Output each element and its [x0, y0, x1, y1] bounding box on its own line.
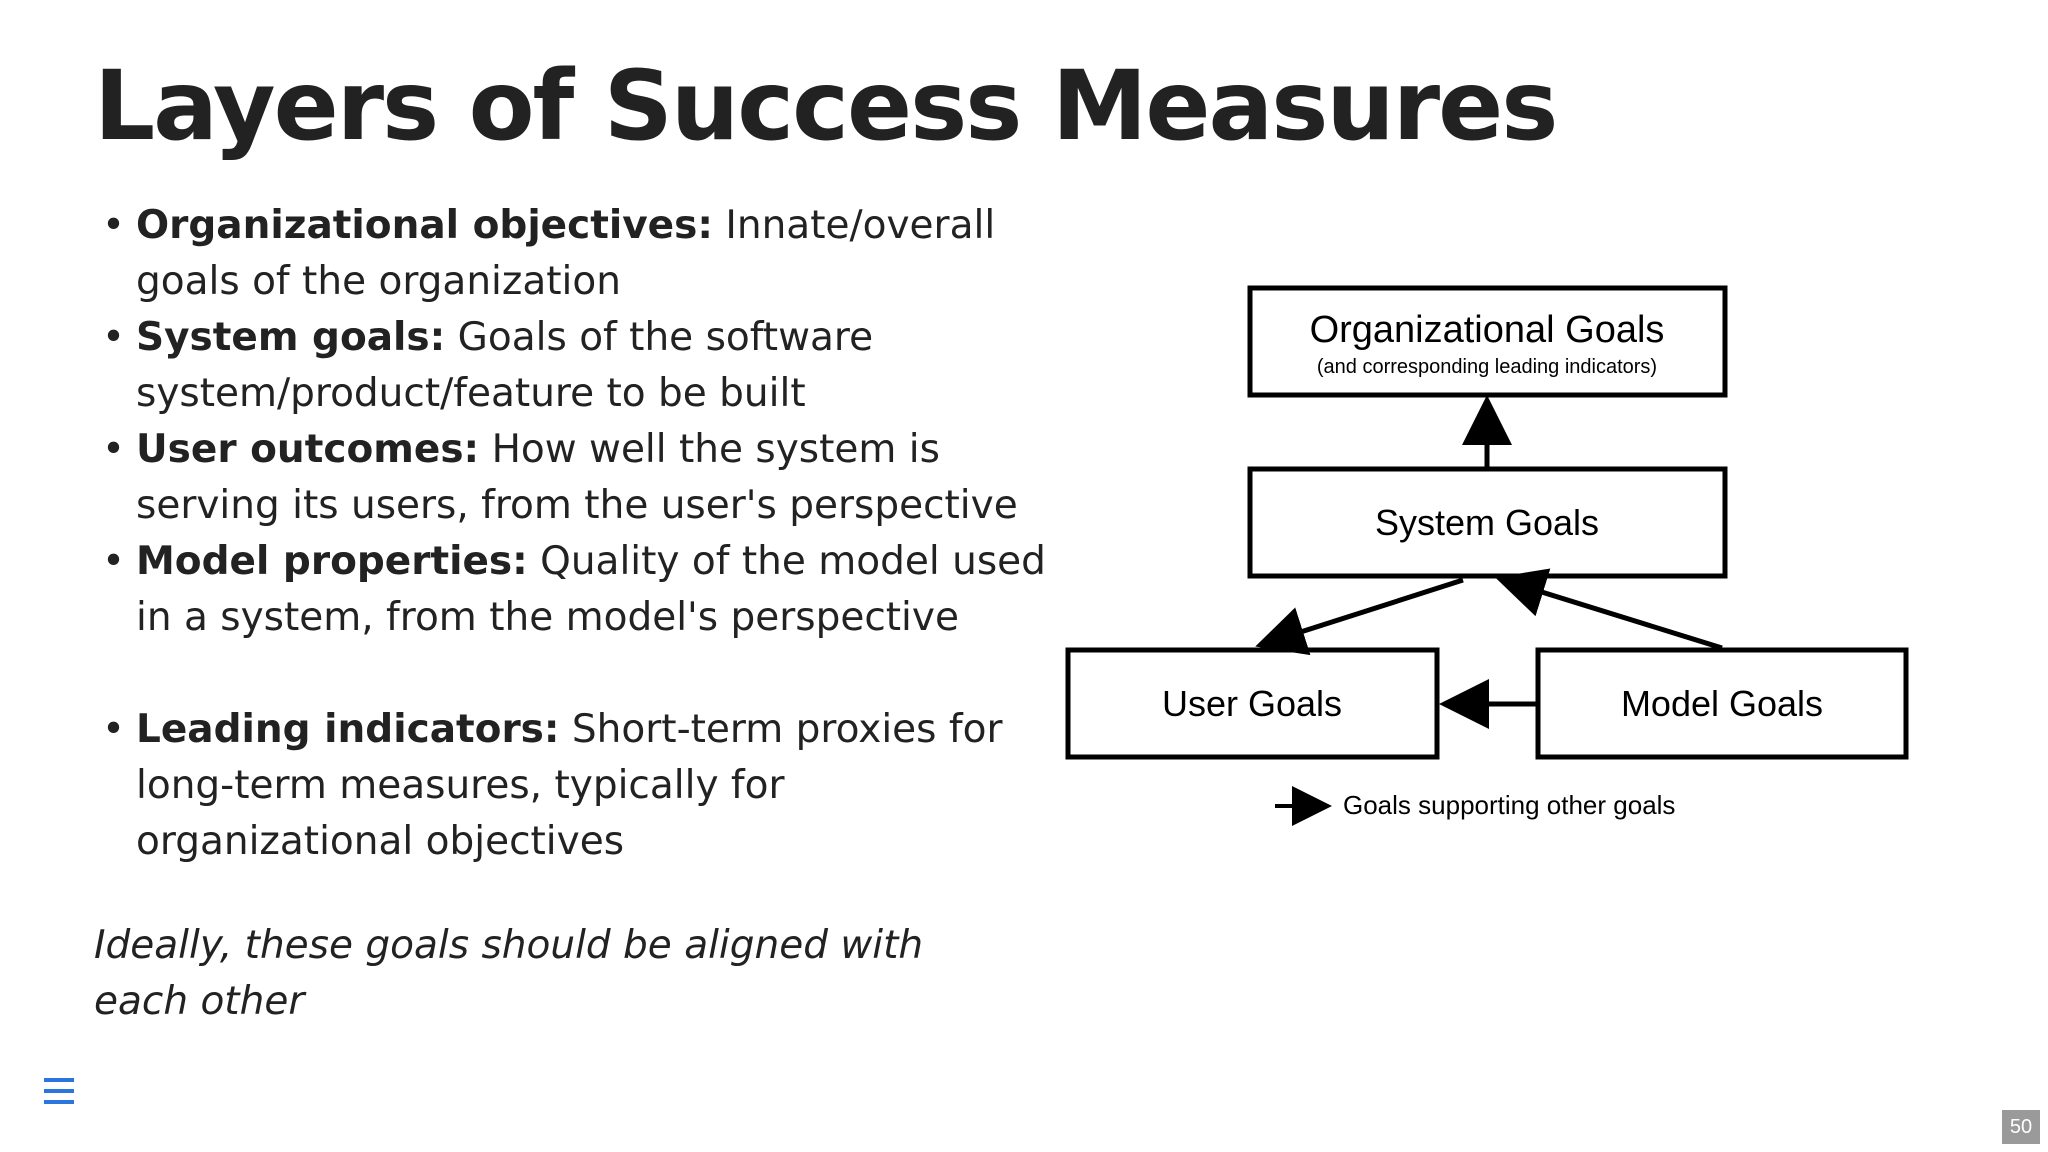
slide-number: 50	[2002, 1110, 2040, 1144]
bullet-term: Organizational objectives:	[136, 203, 713, 248]
bullet-text: Short-term proxies for long-term measure…	[136, 707, 1003, 864]
bullet-system-goals: System goals: Goals of the software syst…	[102, 310, 1056, 422]
org-goals-box: Organizational Goals (and corresponding …	[1247, 285, 1728, 398]
diagram-legend: Goals supporting other goals	[1275, 786, 1675, 826]
bullet-term: System goals:	[136, 315, 446, 360]
bullet-model-properties: Model properties: Quality of the model u…	[102, 534, 1056, 646]
bullet-text: Goals of the software system/product/fea…	[136, 315, 874, 416]
arrow-model-to-system	[1495, 568, 1723, 651]
bullet-text: How well the system is serving its users…	[136, 427, 1018, 528]
bullet-organizational-objectives: Organizational objectives: Innate/overal…	[102, 198, 1056, 310]
bullet-term: Leading indicators:	[136, 707, 560, 752]
bullet-text: Quality of the model used in a system, f…	[136, 539, 1046, 640]
model-goals-label: Model Goals	[1621, 683, 1823, 724]
user-goals-label: User Goals	[1162, 683, 1342, 724]
model-goals-box: Model Goals	[1535, 647, 1909, 760]
slide-title: Layers of Success Measures	[94, 50, 1558, 162]
arrow-system-to-user	[1255, 577, 1464, 656]
bullet-user-outcomes: User outcomes: How well the system is se…	[102, 422, 1056, 534]
system-goals-label: System Goals	[1375, 502, 1599, 543]
legend-label: Goals supporting other goals	[1343, 790, 1675, 820]
bullet-term: Model properties:	[136, 539, 528, 584]
bullet-text: Innate/overall goals of the organization	[136, 203, 996, 304]
bullet-list: Organizational objectives: Innate/overal…	[94, 198, 1056, 870]
closing-note: Ideally, these goals should be aligned w…	[94, 923, 924, 1024]
user-goals-box: User Goals	[1065, 647, 1440, 760]
bullet-leading-indicators: Leading indicators: Short-term proxies f…	[102, 702, 1056, 870]
org-goals-label: Organizational Goals	[1310, 309, 1665, 351]
org-goals-sublabel: (and corresponding leading indicators)	[1317, 356, 1657, 378]
hamburger-menu-icon[interactable]	[42, 1076, 76, 1106]
goals-diagram: Organizational Goals (and corresponding …	[1065, 285, 1909, 826]
system-goals-box: System Goals	[1247, 466, 1728, 579]
bullet-term: User outcomes:	[136, 427, 480, 472]
